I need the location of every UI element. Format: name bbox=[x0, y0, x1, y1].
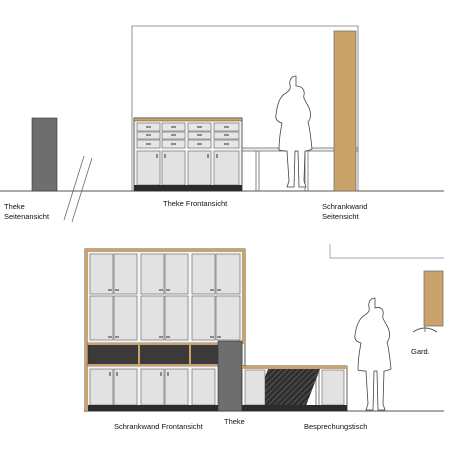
label-schrank-side-1: Schrankwand bbox=[322, 202, 367, 211]
schrankwand-front-cabinet bbox=[84, 248, 246, 412]
theke-side-panel bbox=[31, 117, 58, 192]
label-schrank-front: Schrankwand Frontansicht bbox=[114, 422, 204, 431]
label-theke: Theke bbox=[224, 417, 245, 426]
theke-front-cabinet bbox=[133, 117, 243, 192]
garderobe-panel bbox=[423, 270, 444, 327]
label-besprechung: Besprechungstisch bbox=[304, 422, 367, 431]
label-schrank-side-2: Seitensicht bbox=[322, 212, 360, 221]
theke-plinth bbox=[134, 185, 242, 191]
label-gard: Gard. bbox=[411, 347, 430, 356]
label-theke-side-1: Theke bbox=[4, 202, 25, 211]
door-handles bbox=[156, 154, 218, 158]
break-line-1 bbox=[63, 155, 85, 221]
theke-drawers bbox=[136, 122, 240, 149]
person-silhouette-top bbox=[275, 75, 313, 188]
table-shadow-hatch bbox=[252, 369, 320, 411]
room-wall-outline bbox=[131, 25, 359, 191]
person-silhouette-bottom bbox=[354, 297, 392, 411]
schrank-upper-doors bbox=[89, 253, 241, 341]
top-elevation bbox=[0, 25, 444, 223]
bottom-elevation bbox=[84, 244, 444, 412]
schrank-handles bbox=[108, 289, 221, 338]
bottom-room-outline bbox=[329, 244, 444, 259]
label-theke-front: Theke Frontansicht bbox=[163, 199, 228, 208]
schrank-lower-handles bbox=[109, 372, 169, 376]
theke-gray-block bbox=[217, 340, 243, 412]
schrank-lower-doors bbox=[89, 368, 216, 406]
label-theke-side-2: Seitenansicht bbox=[4, 212, 50, 221]
besprechungstisch bbox=[241, 365, 348, 412]
schrankwand-side-panel bbox=[333, 30, 357, 192]
break-line-2 bbox=[71, 157, 93, 223]
schrank-plinth bbox=[88, 405, 242, 411]
theke-lower-doors bbox=[136, 150, 240, 186]
shelf-dividers bbox=[88, 343, 242, 366]
drawer-handles bbox=[146, 126, 229, 145]
